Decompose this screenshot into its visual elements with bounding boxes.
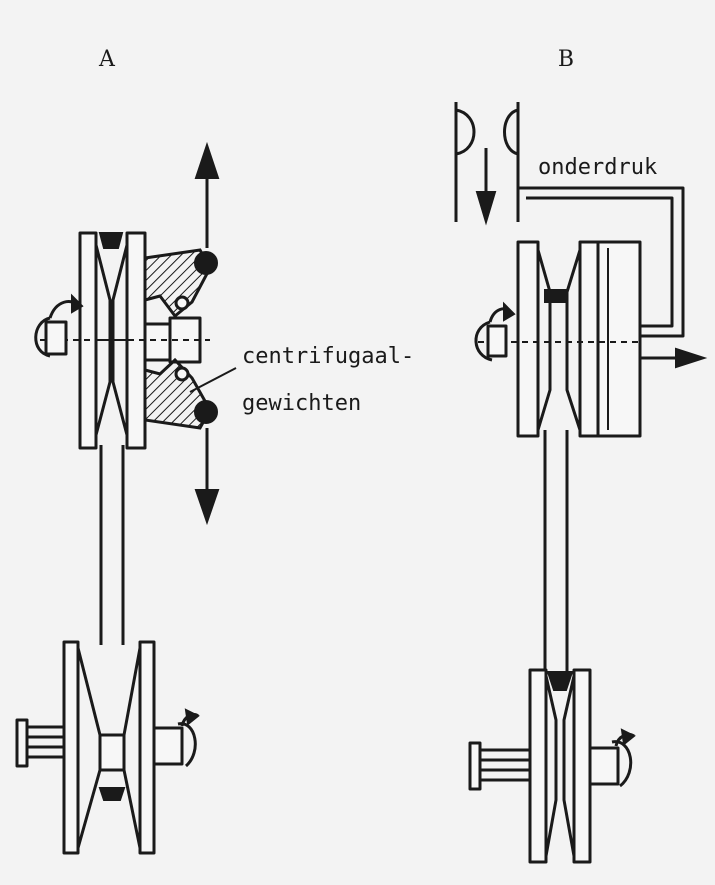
output-arrow-icon	[640, 347, 708, 369]
panel-a: A	[15, 47, 414, 855]
force-arrow-down-icon	[194, 428, 220, 526]
spring-icon-b	[468, 741, 530, 791]
rotation-arrow-icon	[34, 293, 84, 358]
weights-label-line2: gewichten	[242, 391, 361, 416]
vacuum-label: onderdruk	[538, 155, 657, 180]
rotation-arrow-icon-b	[474, 301, 516, 362]
centrifugal-weights	[143, 248, 218, 430]
panel-a-title: A	[98, 47, 116, 72]
drive-pulley-a	[34, 231, 210, 450]
driven-pulley-a	[15, 640, 200, 855]
weights-leader-line	[189, 367, 237, 393]
vacuum-source	[454, 102, 520, 226]
panel-b-title: B	[558, 47, 574, 72]
drive-pulley-b	[474, 240, 708, 438]
panel-b: B onderdruk	[454, 47, 708, 864]
weights-label-line1: centrifugaal-	[242, 344, 414, 369]
rotation-arrow-icon-driven-b	[611, 728, 636, 788]
vacuum-pipe	[518, 186, 685, 338]
belt-a	[99, 445, 125, 645]
spring-icon	[15, 718, 64, 768]
driven-pulley-b	[468, 668, 636, 864]
belt-b	[543, 430, 569, 672]
force-arrow-up-icon	[194, 141, 220, 248]
rotation-arrow-icon-driven	[177, 708, 200, 768]
